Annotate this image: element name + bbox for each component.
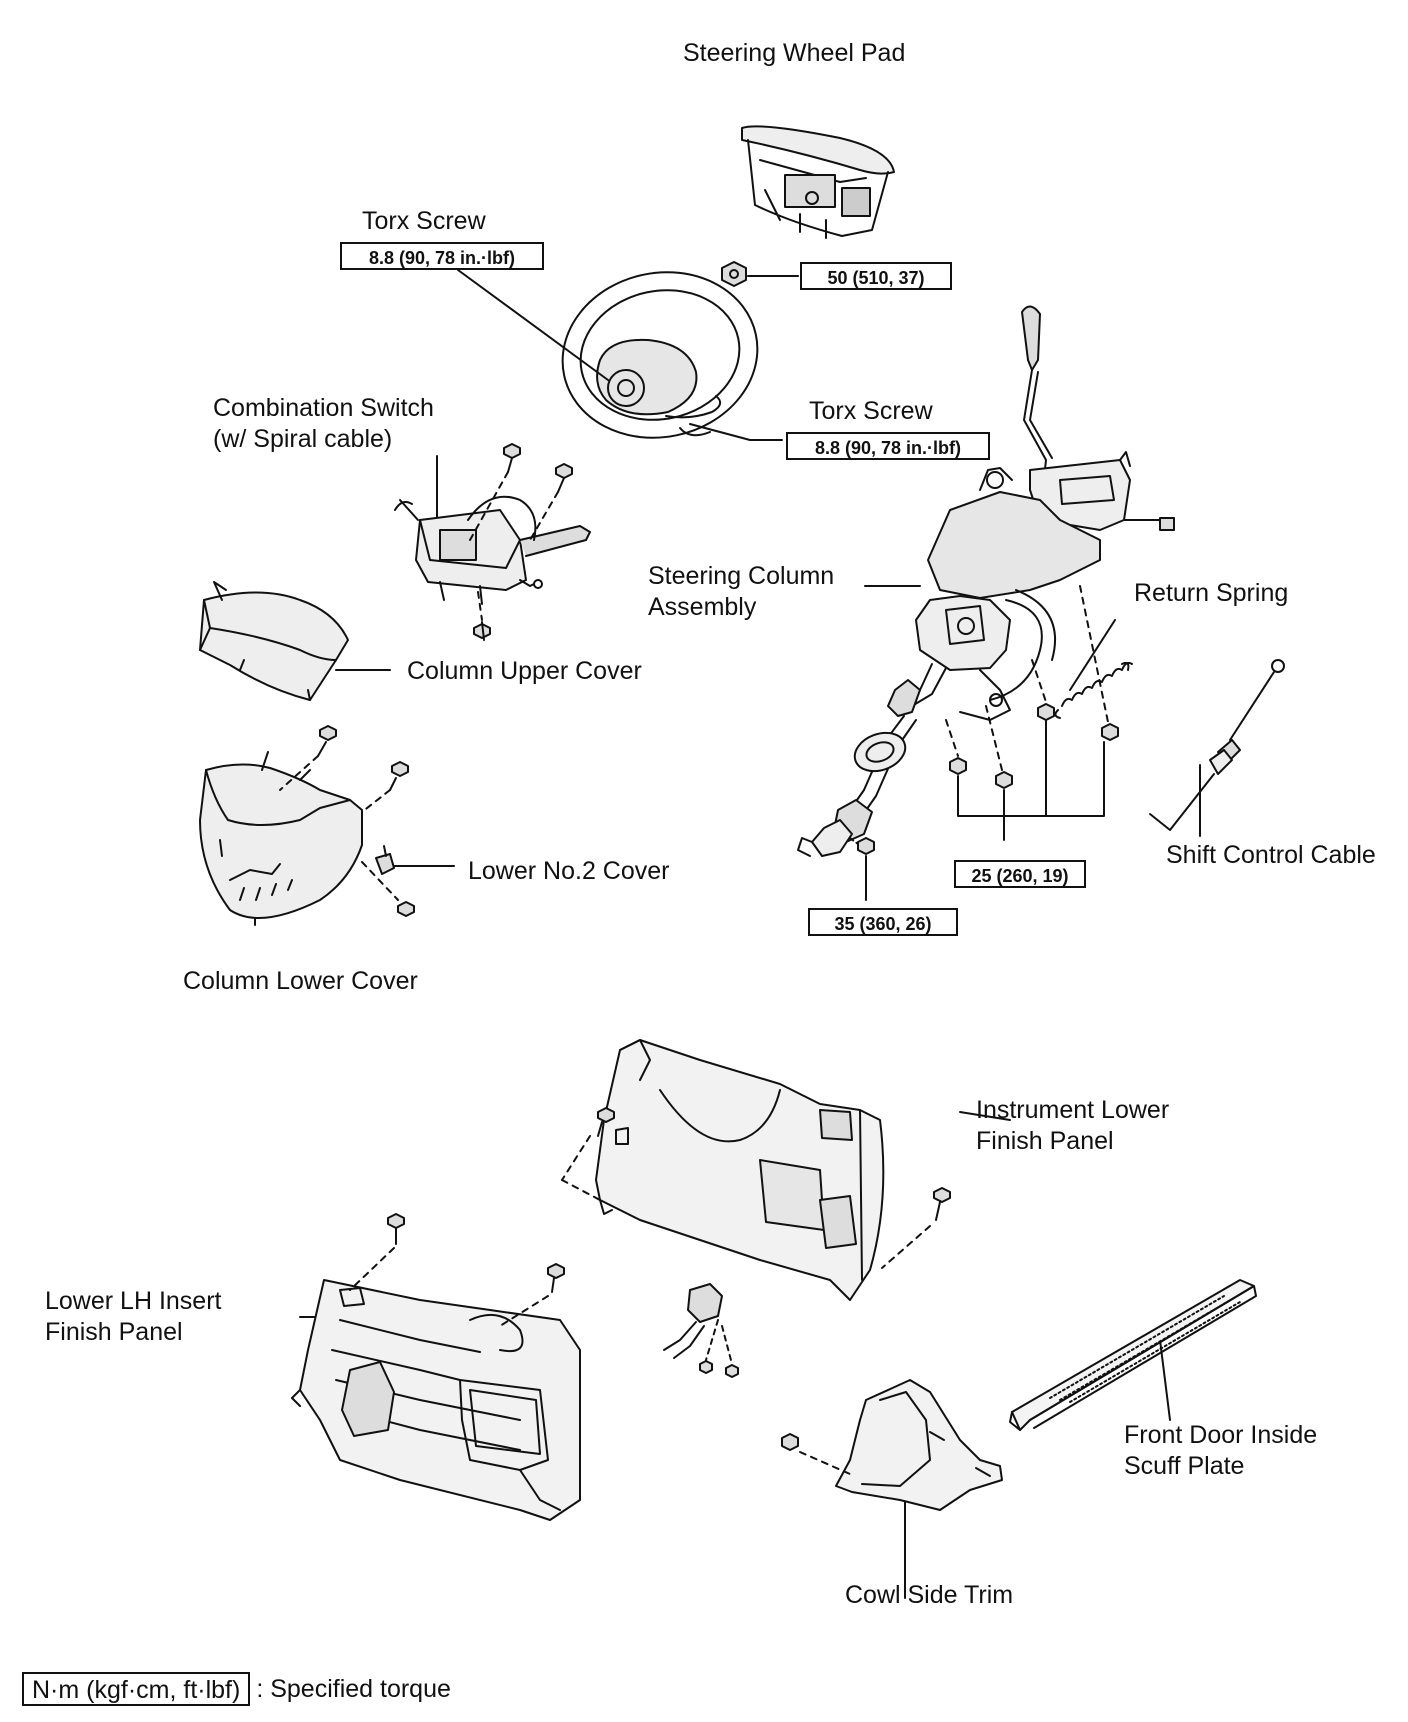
torque-wheel-nut: 50 (510, 37) (800, 262, 952, 290)
torque-legend: N·m (kgf·cm, ft·lbf): Specified torque (22, 1672, 451, 1706)
connector-part (663, 1283, 739, 1378)
steering-column-assembly-part (797, 305, 1175, 857)
torque-torx-upper: 8.8 (90, 78 in.·lbf) (340, 242, 544, 270)
label-steering-wheel-pad: Steering Wheel Pad (683, 39, 906, 67)
steering-wheel-pad-part (741, 125, 895, 239)
label-lower-lh-insert-finish-panel-line2: Finish Panel (45, 1318, 183, 1346)
leader-lines (254, 269, 1201, 1599)
label-instrument-lower-finish-panel-line2: Finish Panel (976, 1127, 1114, 1155)
legend-text: : Specified torque (256, 1675, 451, 1703)
label-front-door-inside-scuff-plate: Front Door Inside (1124, 1421, 1318, 1449)
column-fasteners (849, 585, 1119, 901)
label-torx-screw-lower: Torx Screw (809, 397, 933, 425)
label-shift-control-cable: Shift Control Cable (1166, 841, 1376, 869)
legend-unit-box: N·m (kgf·cm, ft·lbf) (22, 1672, 251, 1706)
lh-insert-screws (349, 1213, 565, 1327)
steering-wheel-part (561, 271, 759, 439)
switch-screws (469, 443, 573, 641)
label-lower-no2-cover: Lower No.2 Cover (468, 857, 670, 885)
label-cowl-side-trim: Cowl Side Trim (845, 1581, 1014, 1609)
label-column-upper-cover: Column Upper Cover (407, 657, 642, 685)
column-upper-cover-part (199, 581, 349, 701)
lower-no2-cover-part (375, 845, 395, 875)
cowl-side-trim-part (781, 1379, 1003, 1511)
label-torx-screw-upper: Torx Screw (362, 207, 486, 235)
label-lower-lh-insert-finish-panel: Lower LH Insert (45, 1287, 222, 1315)
return-spring-part (1054, 661, 1133, 719)
label-steering-column-assembly: Steering Column (648, 562, 835, 590)
combination-switch-part (394, 495, 591, 605)
label-front-door-inside-scuff-plate-line2: Scuff Plate (1124, 1452, 1245, 1480)
torque-column-nuts: 25 (260, 19) (954, 860, 1086, 888)
wheel-nut-part (721, 261, 799, 287)
label-steering-column-assembly-line2: Assembly (648, 593, 757, 621)
label-column-lower-cover: Column Lower Cover (183, 967, 418, 995)
lower-cover-screws (279, 725, 415, 917)
instrument-lower-finish-panel-part (595, 1039, 885, 1301)
torque-column-bolt: 35 (360, 26) (808, 908, 958, 936)
torque-torx-lower: 8.8 (90, 78 in.·lbf) (786, 432, 990, 460)
front-door-inside-scuff-plate-part (1009, 1279, 1257, 1431)
instrument-panel-screws (561, 1107, 951, 1269)
label-instrument-lower-finish-panel: Instrument Lower (976, 1096, 1170, 1124)
label-return-spring: Return Spring (1134, 579, 1289, 607)
lower-lh-insert-finish-panel-part (291, 1279, 581, 1521)
label-combination-switch-note: (w/ Spiral cable) (213, 425, 393, 453)
column-lower-cover-part (199, 751, 363, 919)
label-combination-switch: Combination Switch (213, 394, 434, 422)
shift-control-cable-part (1149, 659, 1285, 831)
